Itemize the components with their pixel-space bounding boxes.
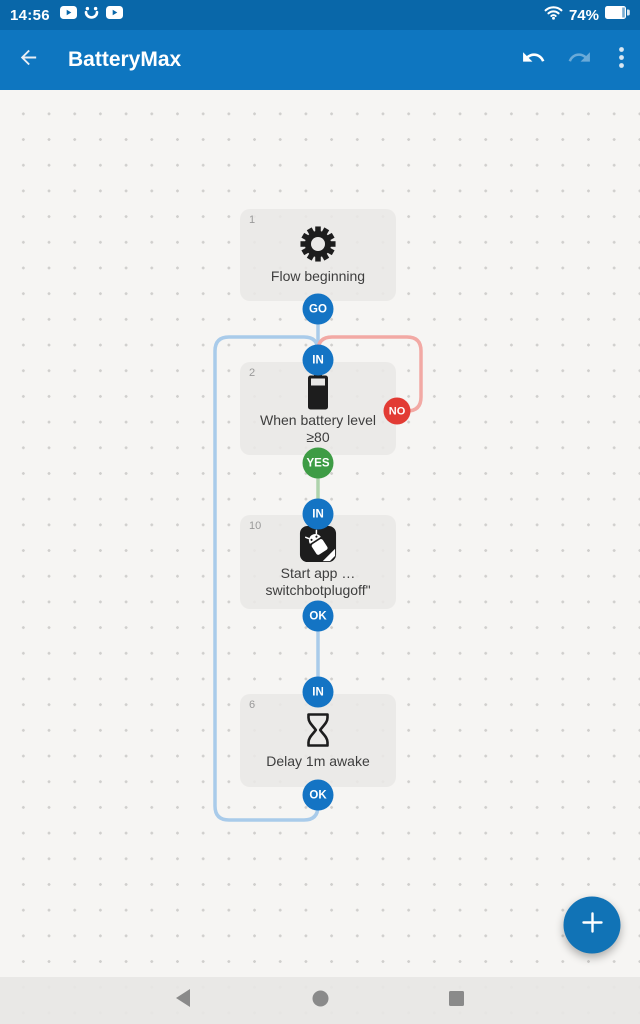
recents-square-icon — [448, 990, 464, 1011]
badge-in-6[interactable]: IN — [302, 676, 334, 708]
block-label: Delay 1m awake — [266, 752, 370, 769]
block-number: 1 — [249, 214, 256, 226]
block-label: Flow beginning — [270, 268, 366, 284]
flow-block-1-flow-beginning[interactable]: 1 — [240, 209, 396, 301]
page-title: BatteryMax — [68, 48, 182, 71]
play-icon — [105, 6, 123, 24]
navigation-bar — [0, 977, 640, 1024]
status-bar: 14:56 74% — [0, 0, 640, 30]
badge-ok-10[interactable]: OK — [302, 600, 334, 632]
flow-block-2-when-battery-level[interactable]: 2 When battery level ≥80 — [240, 362, 396, 455]
battery-percent: 74% — [568, 6, 599, 24]
back-triangle-icon — [175, 989, 191, 1012]
back-arrow-icon — [17, 46, 40, 74]
block-label: Start app … — [280, 565, 356, 581]
redo-button[interactable] — [556, 30, 602, 90]
face-icon — [84, 6, 99, 24]
badge-ok-6[interactable]: OK — [302, 779, 334, 811]
back-button[interactable] — [0, 30, 56, 90]
gear-icon — [299, 225, 337, 263]
block-number: 6 — [249, 699, 256, 711]
undo-button[interactable] — [510, 30, 556, 90]
block-number: 10 — [249, 520, 262, 532]
block-number: 2 — [249, 367, 256, 379]
app-bar: BatteryMax — [0, 30, 640, 90]
overflow-menu-button[interactable] — [602, 30, 640, 90]
badge-in-10[interactable]: IN — [302, 498, 334, 530]
badge-in-2[interactable]: IN — [302, 344, 334, 376]
flow-block-6-delay[interactable]: 6 Delay 1m awake — [240, 694, 396, 787]
block-label: switchbotplugoff" — [265, 582, 371, 598]
home-circle-icon — [312, 990, 329, 1012]
redo-icon — [567, 45, 592, 75]
status-time: 14:56 — [10, 6, 50, 24]
block-label: When battery level — [260, 411, 376, 428]
hourglass-icon — [303, 712, 333, 748]
undo-icon — [521, 45, 546, 75]
play-icon — [59, 6, 77, 24]
battery-icon — [605, 6, 630, 24]
battery-level-icon — [306, 371, 330, 410]
nav-recents-button[interactable] — [421, 977, 491, 1024]
fab-add-block-button[interactable] — [563, 896, 621, 954]
nav-home-button[interactable] — [285, 977, 355, 1024]
badge-go-1[interactable]: GO — [302, 293, 334, 325]
start-app-icon — [299, 525, 337, 563]
wifi-icon — [544, 5, 563, 25]
plus-icon — [580, 911, 604, 940]
nav-back-button[interactable] — [148, 977, 218, 1024]
badge-yes-2[interactable]: YES — [302, 447, 334, 479]
block-label: ≥80 — [306, 428, 330, 445]
badge-no-2[interactable]: NO — [383, 397, 411, 425]
overflow-menu-icon — [618, 47, 624, 73]
